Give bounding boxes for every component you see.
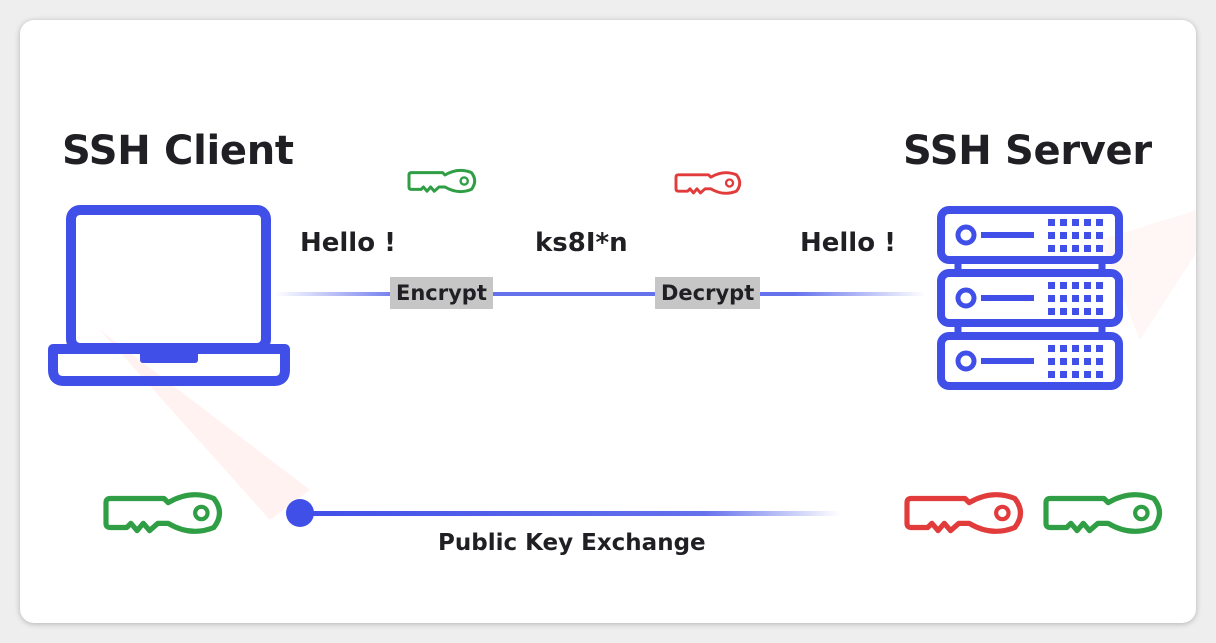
laptop-icon [48, 205, 290, 386]
client-message: Hello ! [300, 228, 396, 258]
server-message: Hello ! [800, 228, 896, 258]
encrypt-label: Encrypt [390, 277, 493, 309]
client-title: SSH Client [62, 128, 294, 174]
server-rack-icon [937, 206, 1123, 395]
server-green-key-icon [1046, 484, 1160, 542]
exchange-caption: Public Key Exchange [438, 530, 706, 556]
transit-line [275, 292, 925, 527]
server-title: SSH Server [903, 128, 1152, 174]
client-green-key-icon [106, 484, 220, 542]
decrypt-label: Decrypt [655, 277, 761, 309]
server-red-key-icon [907, 484, 1021, 542]
diagram-card: SSH Client SSH Server [20, 20, 1196, 623]
ciphertext: ks8I*n [535, 228, 628, 258]
